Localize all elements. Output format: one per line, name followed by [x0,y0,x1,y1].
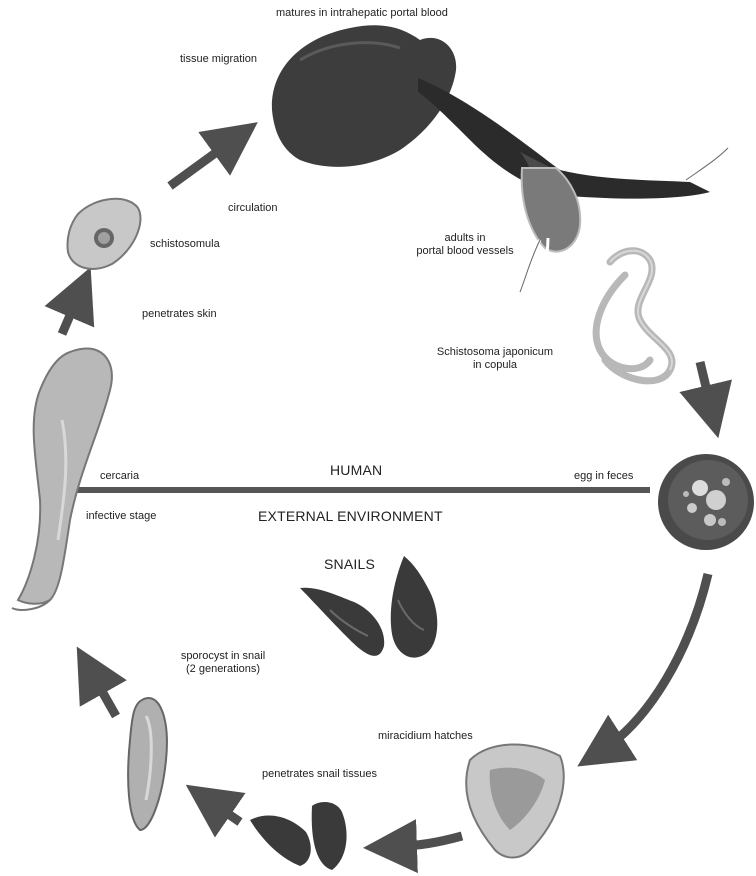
miracidium-illustration [466,744,564,857]
schistosomula-illustration [67,199,140,269]
label-matures: matures in intrahepatic portal blood [276,7,448,20]
arrow-to-schistosomula [62,292,80,334]
arrow-to-cercaria [90,670,116,716]
label-sporocyst: sporocyst in snail (2 generations) [168,650,278,676]
arrow-to-sporocyst [208,800,240,822]
sporocyst-illustration [128,698,167,830]
label-tissue-migration: tissue migration [180,53,257,66]
label-miracidium: miracidium hatches [378,730,473,743]
penetrated-snails [250,802,347,870]
arrow-to-liver [170,138,236,186]
label-japonicum-line1: Schistosoma japonicum [420,346,570,359]
label-human: HUMAN [330,462,382,478]
label-penetrates-snail: penetrates snail tissues [262,768,377,781]
label-snails: SNAILS [324,556,375,572]
label-external-environment: EXTERNAL ENVIRONMENT [258,508,443,524]
label-egg-in-feces: egg in feces [574,470,633,483]
label-sporocyst-line1: sporocyst in snail [168,650,278,663]
label-circulation: circulation [228,202,278,215]
label-sporocyst-line2: (2 generations) [168,663,278,676]
label-adults: adults in portal blood vessels [410,232,520,258]
label-adults-line1: adults in [410,232,520,245]
label-japonicum: Schistosoma japonicum in copula [420,346,570,372]
arrow-to-miracidium [600,574,708,752]
label-schistosomula: schistosomula [150,238,220,251]
label-infective-stage: infective stage [86,510,156,523]
label-japonicum-line2: in copula [420,359,570,372]
arrow-to-snail [390,836,462,847]
arrow-to-egg [700,362,712,412]
label-penetrates-skin: penetrates skin [142,308,217,321]
label-adults-line2: portal blood vessels [410,245,520,258]
label-cercaria: cercaria [100,470,139,483]
human-environment-divider [76,487,650,493]
egg-illustration [658,454,754,550]
japonicum-in-copula [596,251,672,381]
cercaria-illustration [12,348,112,609]
